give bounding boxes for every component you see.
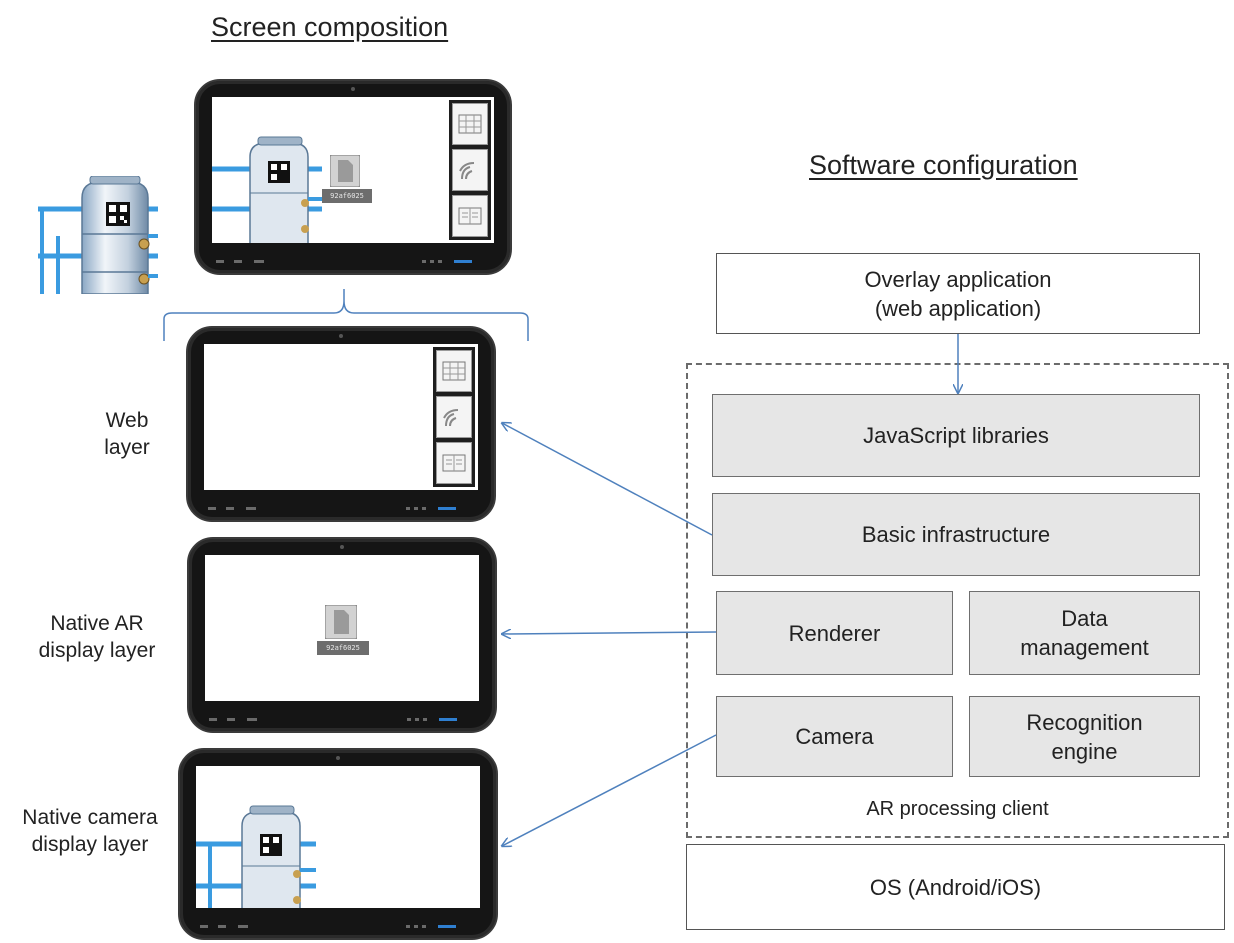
composite-screen: 92af6025 [212, 97, 494, 243]
book-icon [458, 207, 482, 225]
book-icon [442, 454, 466, 472]
document-icon [330, 155, 360, 187]
storage-tank-icon [38, 176, 158, 294]
wifi-button[interactable] [436, 396, 472, 438]
system-navbar [207, 709, 477, 721]
box-line: engine [1051, 738, 1118, 764]
system-navbar [206, 498, 476, 510]
grid-icon [458, 114, 482, 134]
data-management-box: Data management [969, 591, 1200, 675]
native-camera-layer-screen [196, 766, 480, 908]
native-ar-layer-label: Native AR display layer [12, 610, 182, 664]
grid-button[interactable] [436, 350, 472, 392]
infrastructure-to-web-arrow [502, 423, 713, 536]
label-line: Web [105, 409, 149, 432]
side-panel [433, 347, 475, 487]
javascript-libraries-box: JavaScript libraries [712, 394, 1200, 477]
wifi-icon [459, 162, 475, 180]
system-navbar [214, 251, 492, 263]
box-line: Data [1061, 606, 1108, 631]
grid-button[interactable] [452, 103, 488, 145]
bracket [163, 289, 529, 341]
recognition-engine-box: Recognition engine [969, 696, 1200, 777]
label-line: display layer [31, 833, 149, 856]
camera-box: Camera [716, 696, 953, 777]
box-line: Recognition [1026, 709, 1143, 735]
renderer-box: Renderer [716, 591, 953, 675]
label-line: display layer [38, 639, 156, 662]
screen-composition-heading: Screen composition [211, 12, 449, 42]
storage-tank-icon [212, 136, 322, 243]
web-layer-tablet [186, 326, 496, 522]
os-box: OS (Android/iOS) [686, 844, 1225, 930]
wifi-icon [443, 409, 459, 427]
box-line: management [1020, 635, 1149, 660]
native-ar-layer-tablet: 92af6025 [187, 537, 497, 733]
software-configuration-heading: Software configuration [809, 150, 1078, 180]
camera-dot [339, 334, 343, 338]
ar-tag: 92af6025 [317, 641, 369, 655]
camera-dot [340, 545, 344, 549]
label-line: Native camera [22, 806, 158, 829]
ar-tag: 92af6025 [322, 189, 372, 203]
box-line: Overlay application [864, 266, 1052, 292]
label-line: Native AR [50, 612, 144, 635]
renderer-to-ar-arrow [502, 632, 717, 634]
book-button[interactable] [452, 195, 488, 237]
composite-tablet: 92af6025 [194, 79, 512, 275]
label-line: layer [104, 436, 150, 459]
camera-dot [351, 87, 355, 91]
storage-tank-icon [196, 805, 316, 908]
side-panel [449, 100, 491, 240]
basic-infrastructure-box: Basic infrastructure [712, 493, 1200, 576]
native-camera-layer-label: Native camera display layer [0, 804, 180, 858]
native-camera-layer-tablet [178, 748, 498, 940]
box-line: (web application) [874, 295, 1042, 321]
native-ar-layer-screen: 92af6025 [205, 555, 479, 701]
document-icon [325, 605, 357, 639]
overlay-application-box: Overlay application (web application) [716, 253, 1200, 334]
ar-processing-client-label: AR processing client [866, 798, 1049, 820]
system-navbar [198, 916, 478, 928]
grid-icon [442, 361, 466, 381]
camera-to-camera-layer-arrow [502, 734, 717, 846]
book-button[interactable] [436, 442, 472, 484]
camera-dot [336, 756, 340, 760]
wifi-button[interactable] [452, 149, 488, 191]
web-layer-label: Web layer [72, 407, 182, 461]
web-layer-screen [204, 344, 478, 490]
